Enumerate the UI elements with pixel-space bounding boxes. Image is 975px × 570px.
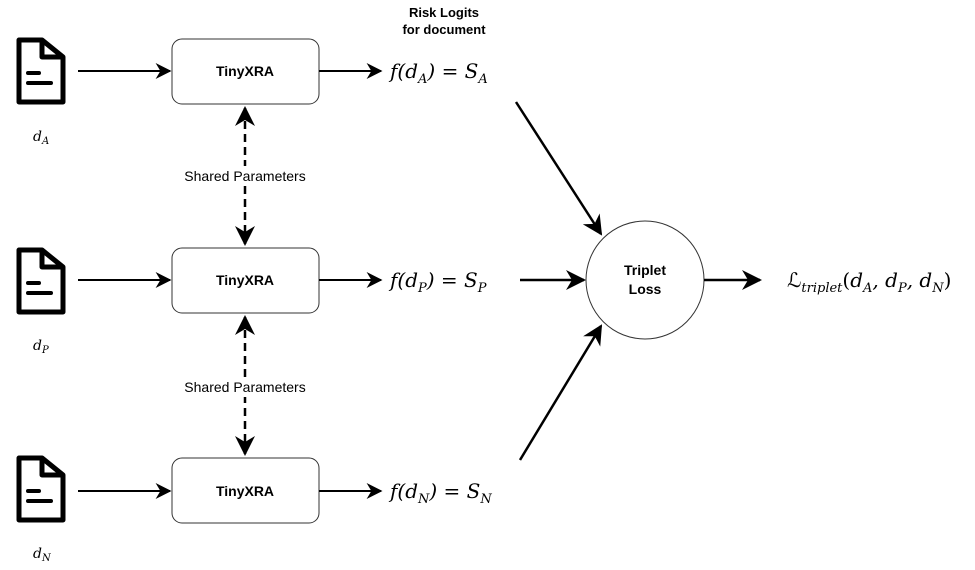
- model-label-n: TinyXRA: [216, 483, 274, 499]
- loss-node-line1: Triplet: [624, 262, 666, 278]
- output-formula-n: f(dN) = SN: [388, 479, 492, 507]
- arrow-anchor-to-loss: [514, 101, 603, 236]
- model-box-p: TinyXRA: [171, 247, 320, 314]
- loss-output-formula: ℒtriplet(dA, dP, dN): [787, 268, 951, 296]
- model-label-p: TinyXRA: [216, 272, 274, 288]
- output-formula-p: f(dP) = SP: [388, 268, 487, 296]
- doc-label-p: dP: [33, 338, 49, 356]
- shared-params-label-2: Shared Parameters: [184, 379, 305, 395]
- doc-label-n: dN: [33, 546, 52, 564]
- document-icon-n: [16, 455, 66, 523]
- shared-params-label-bg-1: [170, 166, 320, 186]
- risk-logits-title-line2: for document: [402, 22, 486, 37]
- loss-node-line2: Loss: [629, 281, 662, 297]
- doc-label-a: dA: [33, 129, 49, 147]
- risk-logits-title-line1: Risk Logits: [409, 5, 479, 20]
- output-formula-a: f(dA) = SA: [388, 59, 488, 87]
- triplet-loss-node: Triplet Loss: [585, 220, 705, 340]
- shared-params-label-1: Shared Parameters: [184, 168, 305, 184]
- document-icon-a: [16, 37, 66, 105]
- model-label-a: TinyXRA: [216, 63, 274, 79]
- model-box-n: TinyXRA: [171, 457, 320, 524]
- shared-params-label-bg-2: [170, 377, 320, 397]
- model-box-a: TinyXRA: [171, 38, 320, 105]
- arrow-negative-to-loss: [518, 324, 603, 461]
- document-icon-p: [16, 247, 66, 315]
